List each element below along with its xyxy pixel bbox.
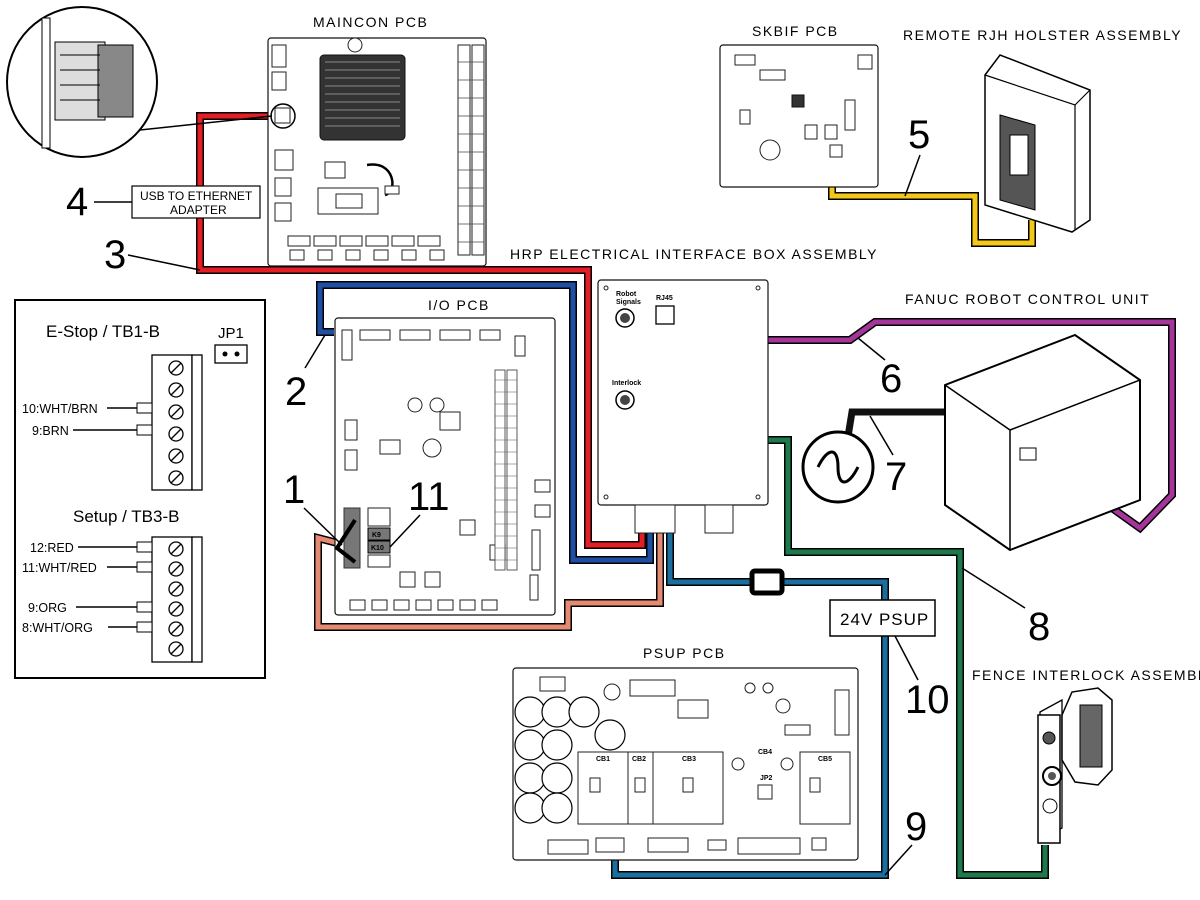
tb1b-terminal-block [136, 354, 203, 491]
psup-pcb: PSUP PCB CB1 CB2 CB3 CB5 CB4 JP2 [512, 645, 859, 861]
robot-signals-label-1: Robot [616, 291, 637, 298]
maincon-pcb: MAINCON PCB [267, 14, 487, 267]
jp1-jumper [214, 344, 248, 364]
terminal-inset: JP1 E-Stop / TB1-B 10:WHT/BRN 9:BRN Setu… [14, 299, 266, 679]
callout-5: 5 [908, 113, 930, 157]
rj45-label: RJ45 [656, 295, 673, 302]
fence-title: FENCE INTERLOCK ASSEMBLY [972, 667, 1200, 683]
fanuc-title: FANUC ROBOT CONTROL UNIT [905, 291, 1150, 307]
skbif-title: SKBIF PCB [752, 23, 839, 39]
estop-wire-1: 10:WHT/BRN [22, 402, 98, 416]
robot-signals-label-2: Signals [616, 299, 641, 306]
psup-24v-box: 24V PSUP [829, 599, 936, 637]
setup-wire-4: 8:WHT/ORG [22, 621, 93, 635]
ferrite-core [749, 568, 785, 596]
callout-3: 3 [104, 233, 126, 277]
usb-port [274, 107, 291, 124]
jp2-label: JP2 [760, 775, 773, 782]
setup-wire-2: 11:WHT/RED [22, 561, 97, 575]
usb-adapter-label: USB TO ETHERNET ADAPTER [94, 185, 261, 219]
k9-label: K9 [372, 532, 381, 539]
usb-magnifier [6, 6, 273, 158]
rjh-holster: REMOTE RJH HOLSTER ASSEMBLY [903, 27, 1182, 233]
cb3-label: CB3 [682, 756, 696, 763]
callout-6: 6 [880, 357, 902, 401]
rj45-connector [655, 305, 675, 325]
rjh-title: REMOTE RJH HOLSTER ASSEMBLY [903, 27, 1182, 43]
callout-8: 8 [1028, 605, 1050, 649]
setup-title: Setup / TB3-B [73, 507, 179, 526]
relay-k9 [367, 527, 391, 541]
cables [196, 112, 1176, 879]
skbif-pcb: SKBIF PCB [719, 23, 879, 188]
setup-wire-3: 9:ORG [28, 601, 67, 615]
io-pcb: I/O PCB [334, 297, 556, 616]
callout-10: 10 [905, 678, 950, 722]
setup-wire-1: 12:RED [30, 541, 74, 555]
io-title: I/O PCB [428, 297, 490, 313]
jp1-label: JP1 [218, 325, 244, 342]
cb4-label: CB4 [758, 749, 772, 756]
callout-1: 1 [283, 468, 305, 512]
k10-label: K10 [371, 545, 384, 552]
fanuc-unit: FANUC ROBOT CONTROL UNIT [801, 291, 1150, 552]
usb-adapter-line1: USB TO ETHERNET [140, 189, 253, 203]
callout-4: 4 [66, 180, 88, 224]
tb3b-terminal-block [136, 536, 203, 663]
estop-wire-2: 9:BRN [32, 424, 69, 438]
hrp-title: HRP ELECTRICAL INTERFACE BOX ASSEMBLY [510, 246, 878, 262]
callout-2: 2 [285, 370, 307, 414]
interlock-label: Interlock [612, 380, 641, 387]
fence-interlock: FENCE INTERLOCK ASSEMBLY [972, 667, 1200, 844]
callouts: 1 2 3 4 5 6 7 8 9 10 11 [66, 113, 1050, 876]
psup-title: PSUP PCB [643, 645, 726, 661]
cb2-label: CB2 [632, 756, 646, 763]
estop-title: E-Stop / TB1-B [46, 322, 160, 341]
psup-24v-label: 24V PSUP [840, 610, 929, 629]
cb5-label: CB5 [818, 756, 832, 763]
callout-7: 7 [885, 455, 907, 499]
maincon-title: MAINCON PCB [313, 14, 428, 30]
callout-11: 11 [408, 475, 450, 519]
hrp-box: HRP ELECTRICAL INTERFACE BOX ASSEMBLY Ro… [510, 246, 878, 534]
callout-9: 9 [905, 805, 927, 849]
cb1-label: CB1 [596, 756, 610, 763]
usb-adapter-line2: ADAPTER [170, 203, 227, 217]
